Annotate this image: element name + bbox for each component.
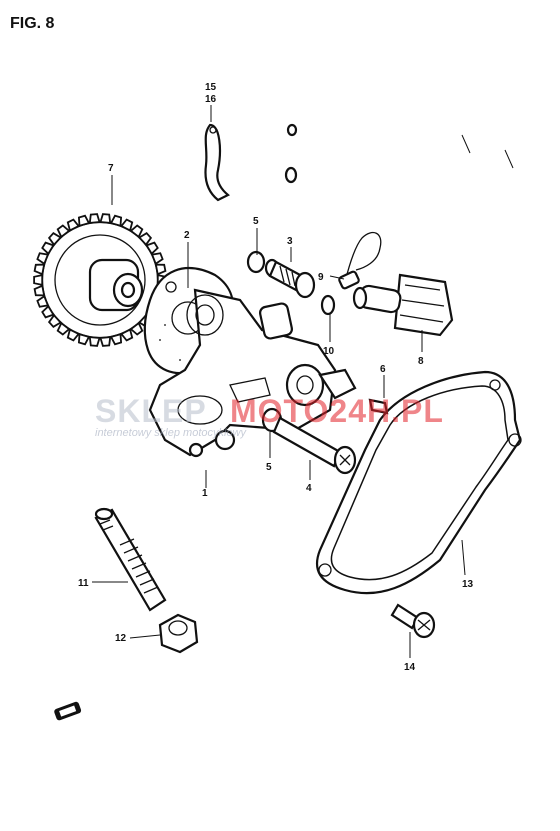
gear-tooth — [88, 336, 101, 347]
gear-tooth — [33, 263, 46, 276]
gear-tooth — [77, 333, 91, 346]
gear-tooth — [150, 252, 164, 266]
gear-tooth — [36, 252, 50, 266]
cable-guide-part — [204, 123, 230, 202]
callout-7: 7 — [108, 163, 114, 174]
callout-5-lower: 5 — [266, 462, 272, 473]
o-ring-part — [320, 294, 336, 316]
oil-pump-body-part — [148, 288, 357, 458]
gear-tooth — [41, 304, 55, 319]
hose-fitting-part — [352, 273, 454, 337]
leader-lines — [92, 105, 466, 658]
callout-11: 11 — [78, 578, 89, 589]
gear-tooth — [47, 313, 63, 328]
gear-tooth — [109, 214, 123, 227]
watermark-brand-right: MOTO24H.PL — [230, 393, 444, 429]
callout-10: 10 — [323, 346, 335, 357]
gear-tooth — [56, 321, 71, 336]
gear-tooth — [109, 333, 123, 346]
callout-9: 9 — [318, 272, 324, 283]
gear-tooth — [33, 284, 46, 297]
gear-tooth — [119, 328, 134, 342]
gear-tooth — [88, 213, 101, 224]
gear-tooth — [36, 294, 50, 308]
callout-14: 14 — [404, 662, 416, 673]
bolt-4-part — [261, 407, 357, 475]
oil-hoses — [284, 91, 530, 292]
gear-tooth — [66, 218, 81, 232]
callout-15: 15 — [205, 82, 217, 93]
gear-tooth — [41, 241, 55, 256]
watermark: SKLEP MOTO24H.PL internetowy sklep motoc… — [95, 393, 444, 439]
nut-12-part — [158, 613, 199, 654]
callout-2: 2 — [184, 230, 190, 241]
gear-tooth — [129, 321, 144, 336]
callout-5-upper: 5 — [253, 216, 259, 227]
gear-tooth — [119, 218, 134, 232]
callout-4: 4 — [306, 483, 312, 494]
screw-14-part — [390, 603, 436, 639]
callout-8: 8 — [418, 356, 424, 367]
gear-tooth — [137, 232, 153, 247]
hose-end-icon — [284, 166, 298, 184]
gear-tooth — [145, 241, 159, 256]
stud-11-part — [94, 507, 167, 612]
callout-6: 6 — [380, 364, 386, 375]
callout-1: 1 — [202, 488, 208, 499]
watermark-brand-left: SKLEP — [95, 393, 207, 429]
gear-tooth — [77, 214, 91, 227]
gear-tooth — [99, 213, 112, 224]
direction-arrow-icon — [54, 701, 82, 721]
gear-tooth — [154, 263, 167, 276]
callout-12: 12 — [115, 633, 127, 644]
callout-3: 3 — [287, 236, 293, 247]
figure-title: FIG. 8 — [10, 15, 55, 32]
wire-clip-part — [338, 231, 382, 290]
gear-tooth — [99, 336, 112, 347]
hose-end-icon — [286, 123, 298, 137]
gear-tooth — [47, 232, 63, 247]
watermark-tagline: internetowy sklep motocyklowy — [95, 427, 248, 439]
gear-tooth — [66, 328, 81, 342]
callout-13: 13 — [462, 579, 474, 590]
gear-tooth — [56, 224, 71, 239]
callout-16: 16 — [205, 94, 217, 105]
gear-tooth — [129, 224, 144, 239]
screw-3-part — [246, 250, 316, 299]
cover-gasket-part — [315, 370, 522, 595]
gear-tooth — [33, 273, 44, 287]
